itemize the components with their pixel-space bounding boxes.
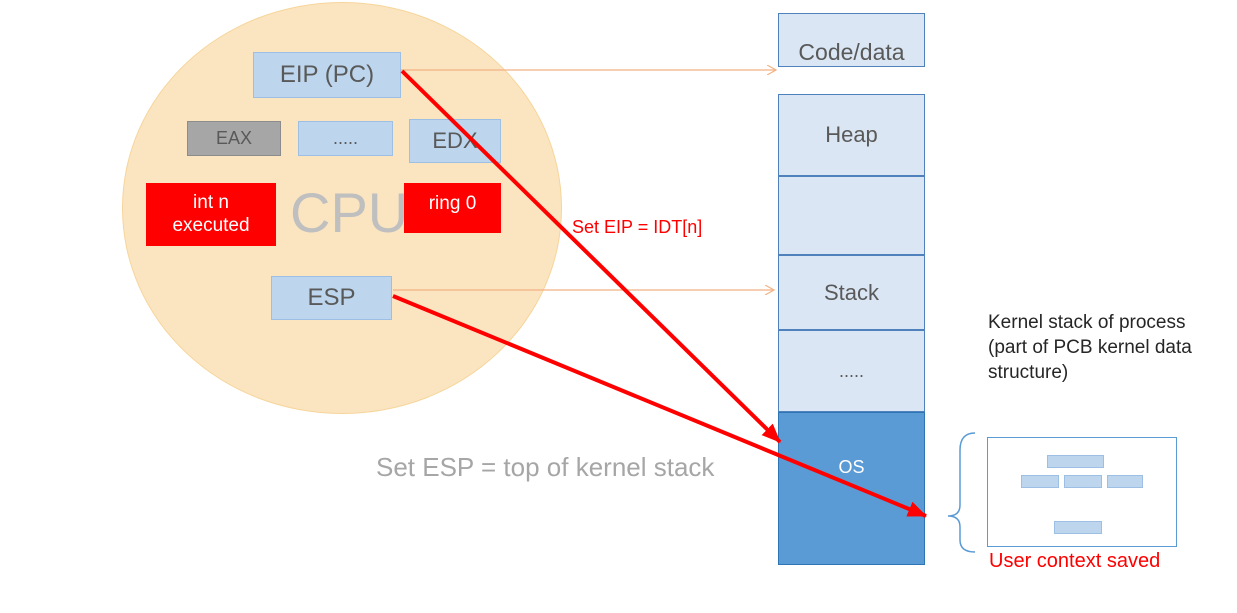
saved-context-block [1021,475,1059,488]
memory-free-region [778,176,925,255]
heap-label: Heap [825,122,878,147]
esp-label: ESP [307,284,356,311]
memory-ellipsis-label: ..... [838,360,864,381]
set-esp-annotation: Set ESP = top of kernel stack [376,452,715,482]
user-context-saved-label: User context saved [989,550,1161,572]
set-eip-annotation: Set EIP = IDT[n] [572,217,703,237]
memory-code-data: Code/data [778,13,925,67]
stack-label: Stack [823,279,880,305]
kernel-stack-caption: Kernel stack of process (part of PCB ker… [988,310,1192,385]
esp-register: ESP [271,276,392,320]
saved-context-block [1047,455,1104,468]
saved-context-block [1064,475,1102,488]
cpu-title: CPU [290,181,409,244]
eip-to-os-arrow [400,69,782,444]
kernel-stack-caption-line: (part of PCB kernel data [988,337,1192,358]
code-data-label: Code/data [798,39,905,65]
kernel-stack-caption-line: structure) [988,362,1069,383]
memory-os: OS [778,412,925,565]
eax-label: EAX [215,128,253,148]
executed-label: executed [172,214,250,236]
memory-stack: Stack [778,255,925,330]
os-label: OS [838,457,865,477]
memory-ellipsis: ..... [778,330,925,412]
eax-register: EAX [187,121,281,156]
saved-context-block [1107,475,1143,488]
int-n-executed-box: int n executed [146,183,276,246]
register-ellipsis: ..... [298,121,393,156]
int-n-label: int n [193,191,229,213]
register-ellipsis-label: ..... [332,128,358,148]
ring-0-box: ring 0 [404,183,501,233]
eip-register: EIP (PC) [253,52,401,98]
memory-heap: Heap [778,94,925,176]
eip-label: EIP (PC) [279,61,375,88]
kernel-stack-brace [947,432,976,553]
kernel-stack-caption-line: Kernel stack of process [988,312,1186,333]
ring-label: ring 0 [428,193,477,214]
esp-to-kernel-stack-arrow [392,294,927,518]
saved-context-block [1054,521,1102,534]
